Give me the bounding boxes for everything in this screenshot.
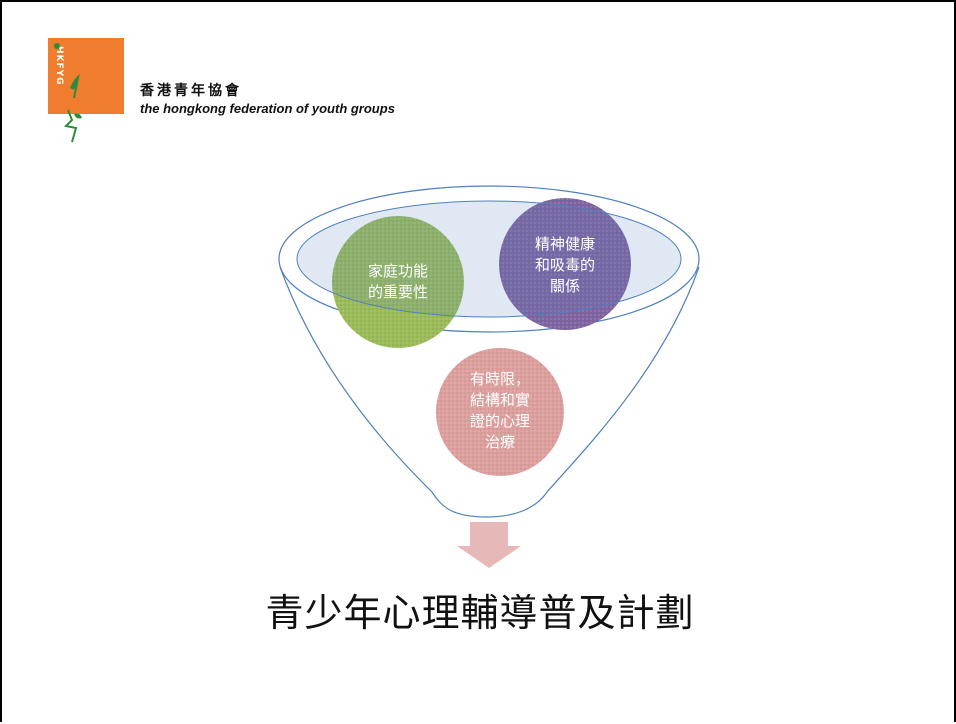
down-arrow-icon bbox=[457, 522, 521, 568]
org-name-en: the hongkong federation of youth groups bbox=[140, 101, 395, 116]
bubble-mental-health-label: 精神健康 和吸毒的 關係 bbox=[534, 235, 595, 295]
logo-vertical-text: HKFYG bbox=[54, 46, 64, 86]
funnel-outline bbox=[279, 266, 700, 518]
hkfyg-logo: HKFYG bbox=[48, 38, 124, 114]
funnel-top-rim bbox=[278, 185, 700, 333]
inner-ellipse bbox=[296, 200, 682, 318]
sprout-icon bbox=[63, 109, 82, 143]
org-name-zh: 香港青年協會 bbox=[140, 83, 242, 99]
bubble-family-function-label: 家庭功能 的重要性 bbox=[367, 262, 428, 301]
bubble-therapy-label: 有時限， 結構和實 證的心理 治療 bbox=[469, 370, 530, 451]
leaf-icon bbox=[54, 43, 80, 99]
main-title: 青少年心理輔導普及計劃 bbox=[265, 591, 695, 635]
